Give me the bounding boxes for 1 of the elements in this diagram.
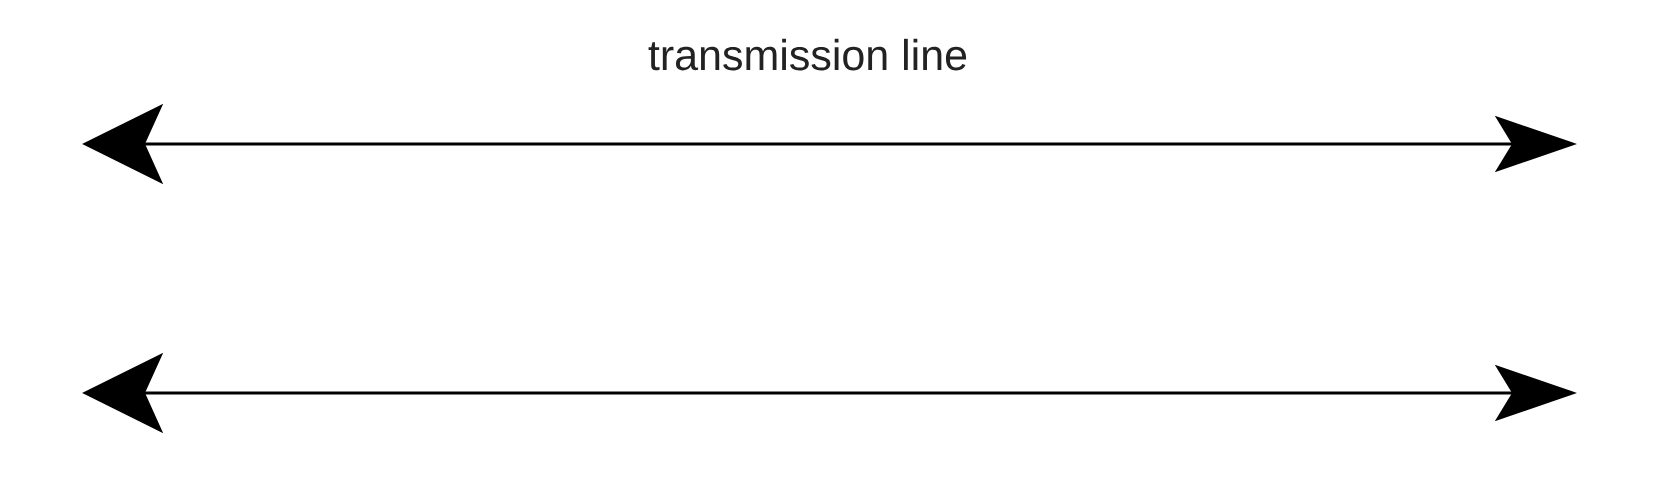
title: transmission line <box>648 38 967 71</box>
